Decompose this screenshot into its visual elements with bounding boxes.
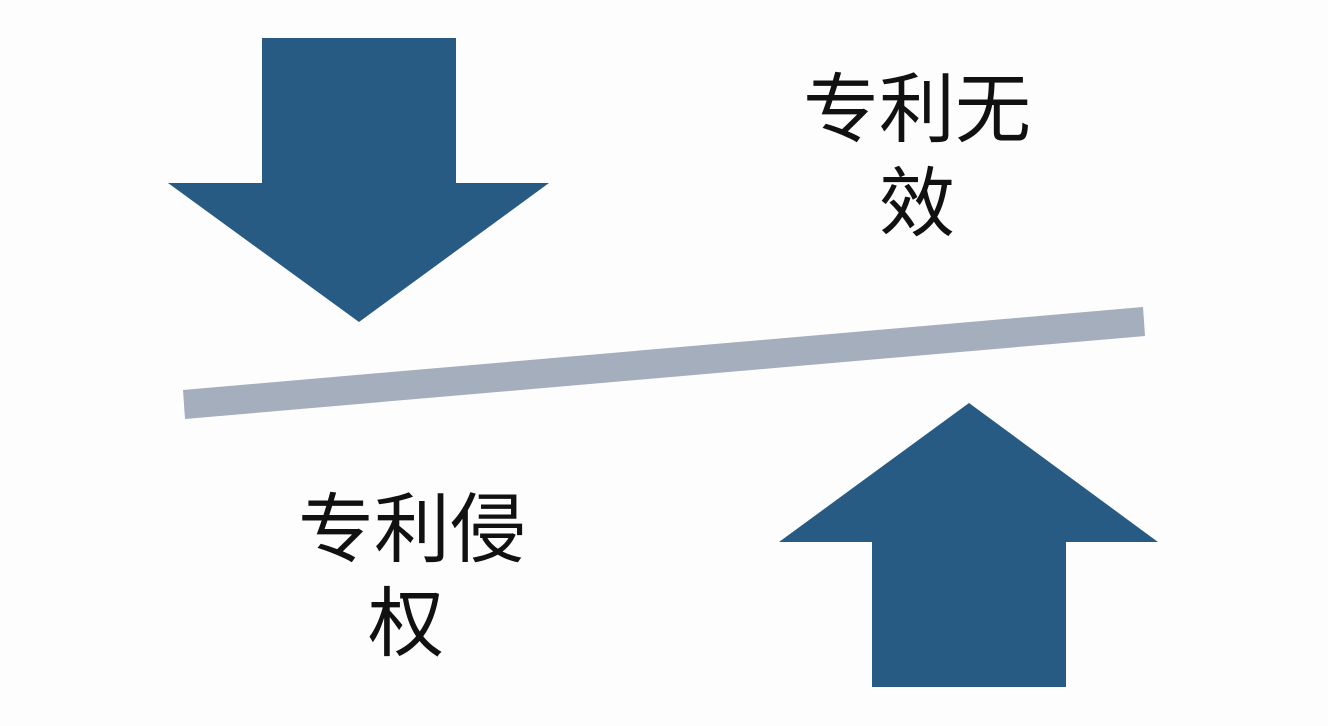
label-patent-invalidation-line2: 效 bbox=[879, 159, 955, 248]
label-patent-infringement-line1: 专利侵 bbox=[298, 485, 526, 574]
label-patent-infringement-line2: 权 bbox=[368, 579, 444, 668]
divider-bar bbox=[183, 307, 1145, 419]
down-arrow-icon bbox=[168, 38, 549, 322]
label-patent-invalidation-line1: 专利无 bbox=[803, 65, 1031, 154]
up-arrow-icon bbox=[779, 403, 1158, 687]
